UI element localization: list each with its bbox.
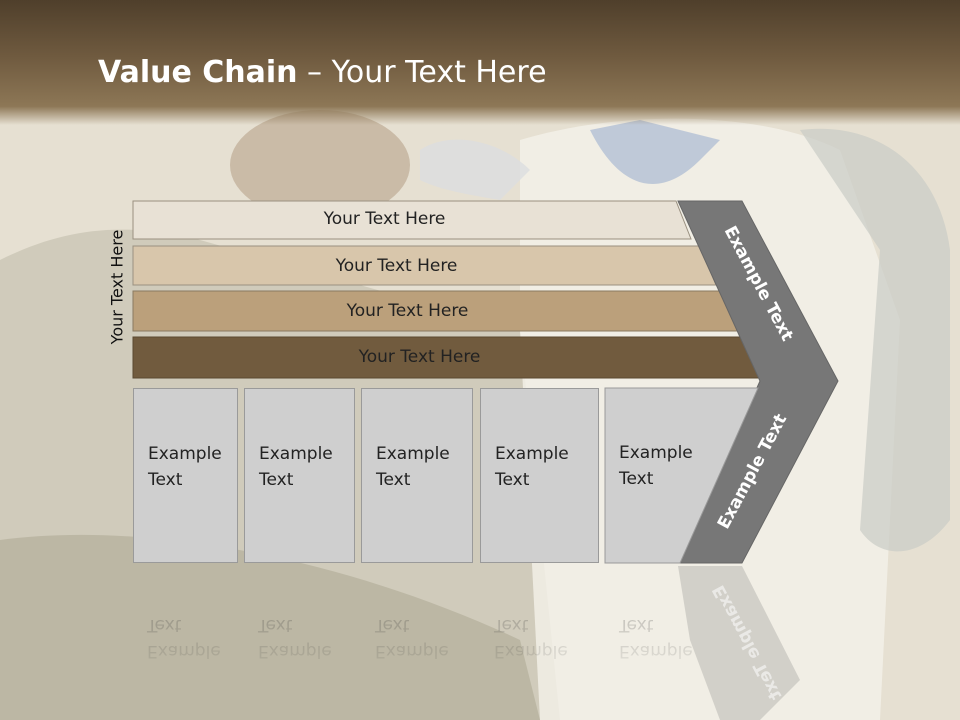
cell-4-reflection-line1: Example [494, 641, 568, 661]
cell-5-line1: Example [619, 443, 693, 463]
cell-2-line2: Text [259, 470, 294, 490]
cell-5-reflection: Example Text [605, 566, 715, 716]
cell-2-line1: Example [259, 444, 333, 464]
cell-1-reflection-line1: Example [147, 641, 221, 661]
bar-3-label: Your Text Here [346, 301, 469, 321]
chevron-reflection [678, 566, 800, 720]
cell-2-reflection-line2: Text [258, 615, 293, 635]
bar-2-label: Your Text Here [335, 256, 458, 276]
cell-3-reflection-line1: Example [375, 641, 449, 661]
bar-1-shape [132, 200, 692, 240]
cell-3-reflection: Example Text [361, 566, 473, 716]
cell-1-line2: Text [148, 470, 183, 490]
slide-title-rest: – Your Text Here [297, 55, 547, 90]
cell-5-reflection-line2: Text [619, 615, 654, 635]
cell-3-line2: Text [376, 470, 411, 490]
cell-3-line1: Example [376, 444, 450, 464]
cell-4: Example Text [480, 388, 599, 563]
cell-4-line1: Example [495, 444, 569, 464]
cell-5-line2: Text [619, 469, 654, 489]
slide-title-bold: Value Chain [98, 55, 298, 90]
cell-3-reflection-line2: Text [375, 615, 410, 635]
cell-4-reflection: Example Text [480, 566, 599, 716]
cell-2-reflection-line1: Example [258, 641, 332, 661]
cell-1-reflection-line2: Text [147, 615, 182, 635]
cell-2: Example Text [244, 388, 355, 563]
bar-4-label: Your Text Here [358, 347, 481, 367]
title-band [0, 0, 960, 125]
cell-2-reflection: Example Text [244, 566, 355, 716]
cell-3: Example Text [361, 388, 473, 563]
cell-4-reflection-line2: Text [494, 615, 529, 635]
cell-5-reflection-line1: Example [619, 641, 693, 661]
cell-4-line2: Text [495, 470, 530, 490]
cell-5: Example Text [605, 388, 715, 563]
chevron-arrow [677, 200, 839, 564]
slide-title: Value Chain – Your Text Here [98, 55, 547, 90]
bar-1-label: Your Text Here [323, 209, 446, 229]
cell-1-reflection: Example Text [133, 566, 238, 716]
cell-5-shape [604, 387, 759, 564]
cell-1: Example Text [133, 388, 238, 563]
cell-1-line1: Example [148, 444, 222, 464]
